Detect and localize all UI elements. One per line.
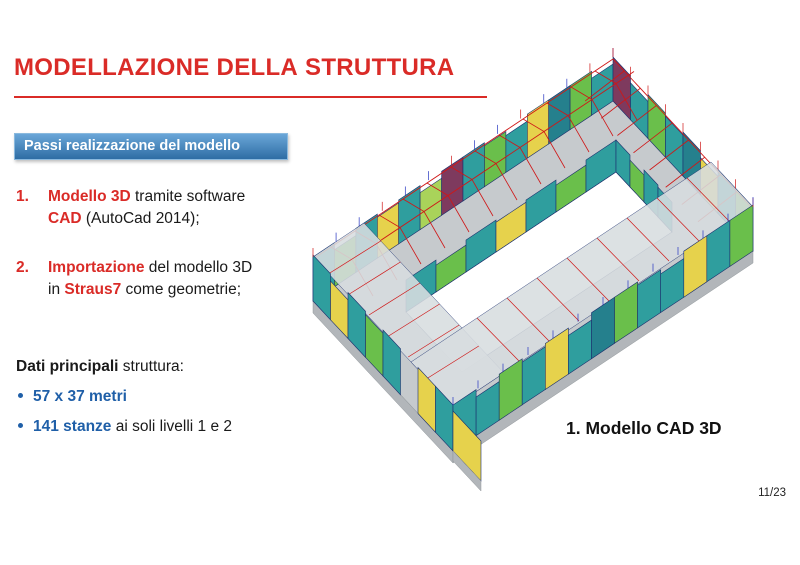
fact-text: 57 x 37 metri — [33, 388, 127, 406]
page-number: 11/23 — [758, 487, 786, 499]
step-text-segment: (AutoCad 2014); — [81, 210, 200, 227]
section-header-label: Passi realizzazione del modello — [24, 138, 240, 154]
cad-model-svg — [312, 48, 754, 492]
fact-text: 141 stanze ai soli livelli 1 e 2 — [33, 418, 232, 436]
step-text-segment: in — [48, 281, 65, 298]
step-text-segment: Straus7 — [64, 281, 122, 298]
step-2-number: 2. — [16, 259, 29, 276]
step-text-segment: Modello 3D — [48, 188, 131, 205]
step-text-segment: come geometrie; — [121, 281, 241, 298]
data-heading-rest: struttura: — [118, 358, 184, 375]
fact-item: 141 stanze ai soli livelli 1 e 2 — [18, 418, 232, 436]
title-part-bold: STRUTTURA — [305, 54, 455, 81]
bullet-icon — [18, 393, 23, 398]
model-caption: 1. Modello CAD 3D — [566, 418, 722, 438]
fact-bold: 141 stanze — [33, 418, 112, 435]
fact-item: 57 x 37 metri — [18, 388, 232, 406]
step-text-segment: del modello 3D — [144, 259, 253, 276]
step-item-2: 2. Importazione del modello 3D in Straus7… — [16, 257, 316, 301]
step-text-segment: CAD — [48, 210, 82, 227]
fact-bold: 57 x 37 metri — [33, 388, 127, 405]
data-section-heading: Dati principali struttura: — [16, 358, 184, 376]
data-heading-bold: Dati principali — [16, 358, 119, 375]
facts-list: 57 x 37 metri 141 stanze ai soli livelli… — [18, 388, 232, 448]
step-text-segment: Importazione — [48, 259, 145, 276]
step-2-text: Importazione del modello 3D in Straus7 co… — [48, 257, 252, 301]
cad-model-image — [298, 40, 778, 502]
fact-rest: ai soli livelli 1 e 2 — [111, 418, 233, 435]
step-text-segment: tramite software — [130, 188, 246, 205]
step-1-number: 1. — [16, 188, 29, 205]
title-part-normal: MODELLAZIONE DELLA — [14, 54, 299, 81]
title-underline — [14, 96, 487, 98]
bullet-icon — [18, 423, 23, 428]
page-title: MODELLAZIONE DELLA STRUTTURA — [14, 54, 454, 82]
section-header-box: Passi realizzazione del modello — [14, 133, 288, 160]
